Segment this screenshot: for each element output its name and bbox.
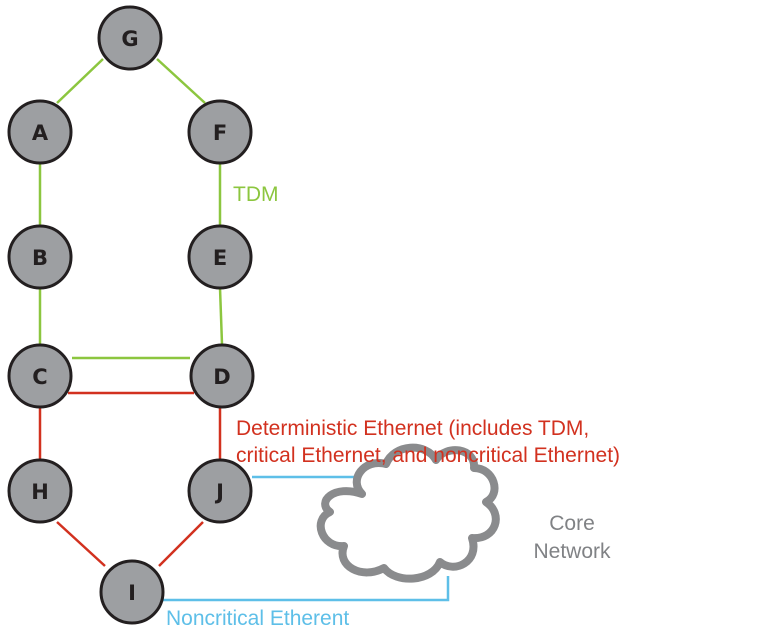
node-label: A: [32, 121, 49, 145]
tdm-links: [38, 58, 224, 360]
node-label: D: [213, 365, 230, 389]
deterministic-label-line1: Deterministic Ethernet (includes TDM,: [236, 417, 589, 440]
node-label: B: [32, 246, 48, 270]
node-c: C: [7, 343, 73, 409]
node-label: C: [32, 365, 47, 389]
link-j-i: [158, 521, 204, 567]
link-e-d: [218, 287, 224, 345]
node-b: B: [7, 224, 73, 290]
node-label: F: [213, 121, 227, 145]
node-f: F: [187, 99, 253, 165]
core-network-label-line2: Network: [533, 540, 611, 563]
deterministic-links: [38, 391, 222, 567]
node-label: G: [121, 27, 138, 51]
node-label: E: [213, 246, 227, 270]
node-label: J: [214, 480, 224, 504]
tdm-label: TDM: [233, 183, 279, 206]
link-g-a: [56, 58, 104, 104]
node-g: G: [97, 5, 163, 71]
node-e: E: [187, 224, 253, 290]
node-a: A: [7, 99, 73, 165]
core-network-label-line1: Core: [549, 512, 595, 535]
link-g-f: [156, 58, 206, 104]
node-h: H: [7, 458, 73, 524]
node-i: I: [99, 559, 165, 625]
core-network-cloud: [316, 443, 500, 583]
node-label: I: [128, 581, 136, 605]
node-j: J: [187, 458, 253, 524]
noncritical-label: Noncritical Etherent: [166, 607, 349, 630]
node-d: D: [189, 343, 255, 409]
link-h-i: [56, 521, 106, 567]
link-i-cloud: [163, 576, 450, 602]
node-label: H: [31, 480, 49, 504]
deterministic-label-line2: critical Ethernet, and noncritical Ether…: [236, 444, 620, 467]
